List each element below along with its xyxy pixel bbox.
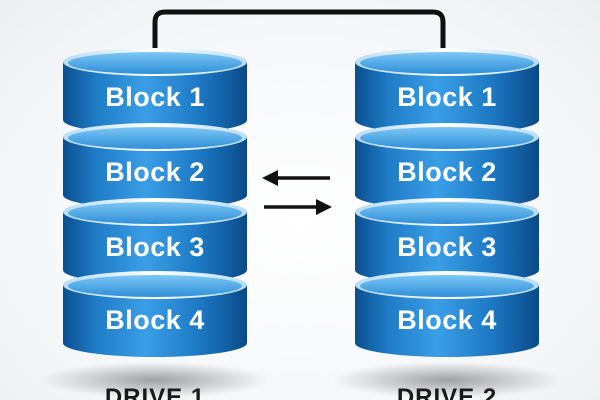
- block-label: Block 4: [397, 305, 497, 335]
- drive-1-block-4: Block 4: [63, 271, 247, 357]
- drive-1-label: DRIVE 1: [105, 384, 205, 400]
- drive-1: Block 1 Block 2 Block 3 Block 4: [63, 48, 247, 357]
- disk-body: [355, 137, 539, 209]
- block-label: Block 3: [397, 232, 497, 262]
- drive-2-shadow: [332, 362, 562, 398]
- disk-top: [360, 275, 534, 297]
- drive-2-block-1: Block 1: [355, 48, 539, 134]
- disk-body: [355, 62, 539, 134]
- disk-top: [360, 202, 534, 224]
- disk-top: [68, 127, 242, 149]
- disk-top: [68, 275, 242, 297]
- disk-top: [360, 127, 534, 149]
- disk-body: [63, 137, 247, 209]
- left-arrow: [262, 170, 330, 186]
- drive-2-block-3: Block 3: [355, 198, 539, 284]
- disk-body: [63, 212, 247, 284]
- right-arrow: [264, 199, 332, 215]
- disk-body: [355, 212, 539, 284]
- disk-body: [63, 285, 247, 357]
- block-label: Block 2: [105, 157, 205, 187]
- drive-1-block-3: Block 3: [63, 198, 247, 284]
- drive-1-block-1: Block 1: [63, 48, 247, 134]
- block-label: Block 4: [105, 305, 205, 335]
- drive-1-shadow: [40, 362, 270, 398]
- drive-2: Block 1 Block 2 Block 3 Block 4: [355, 48, 539, 357]
- block-label: Block 1: [397, 82, 497, 112]
- disk-top: [68, 52, 242, 74]
- cable-connector: [152, 9, 446, 65]
- drive-2-label: DRIVE 2: [397, 384, 497, 400]
- block-label: Block 2: [397, 157, 497, 187]
- disk-body: [63, 62, 247, 134]
- disk-top: [68, 202, 242, 224]
- drive-2-block-2: Block 2: [355, 123, 539, 209]
- drive-1-block-2: Block 2: [63, 123, 247, 209]
- disk-top: [360, 52, 534, 74]
- drive-2-block-4: Block 4: [355, 271, 539, 357]
- disk-body: [355, 285, 539, 357]
- block-label: Block 1: [105, 82, 205, 112]
- block-label: Block 3: [105, 232, 205, 262]
